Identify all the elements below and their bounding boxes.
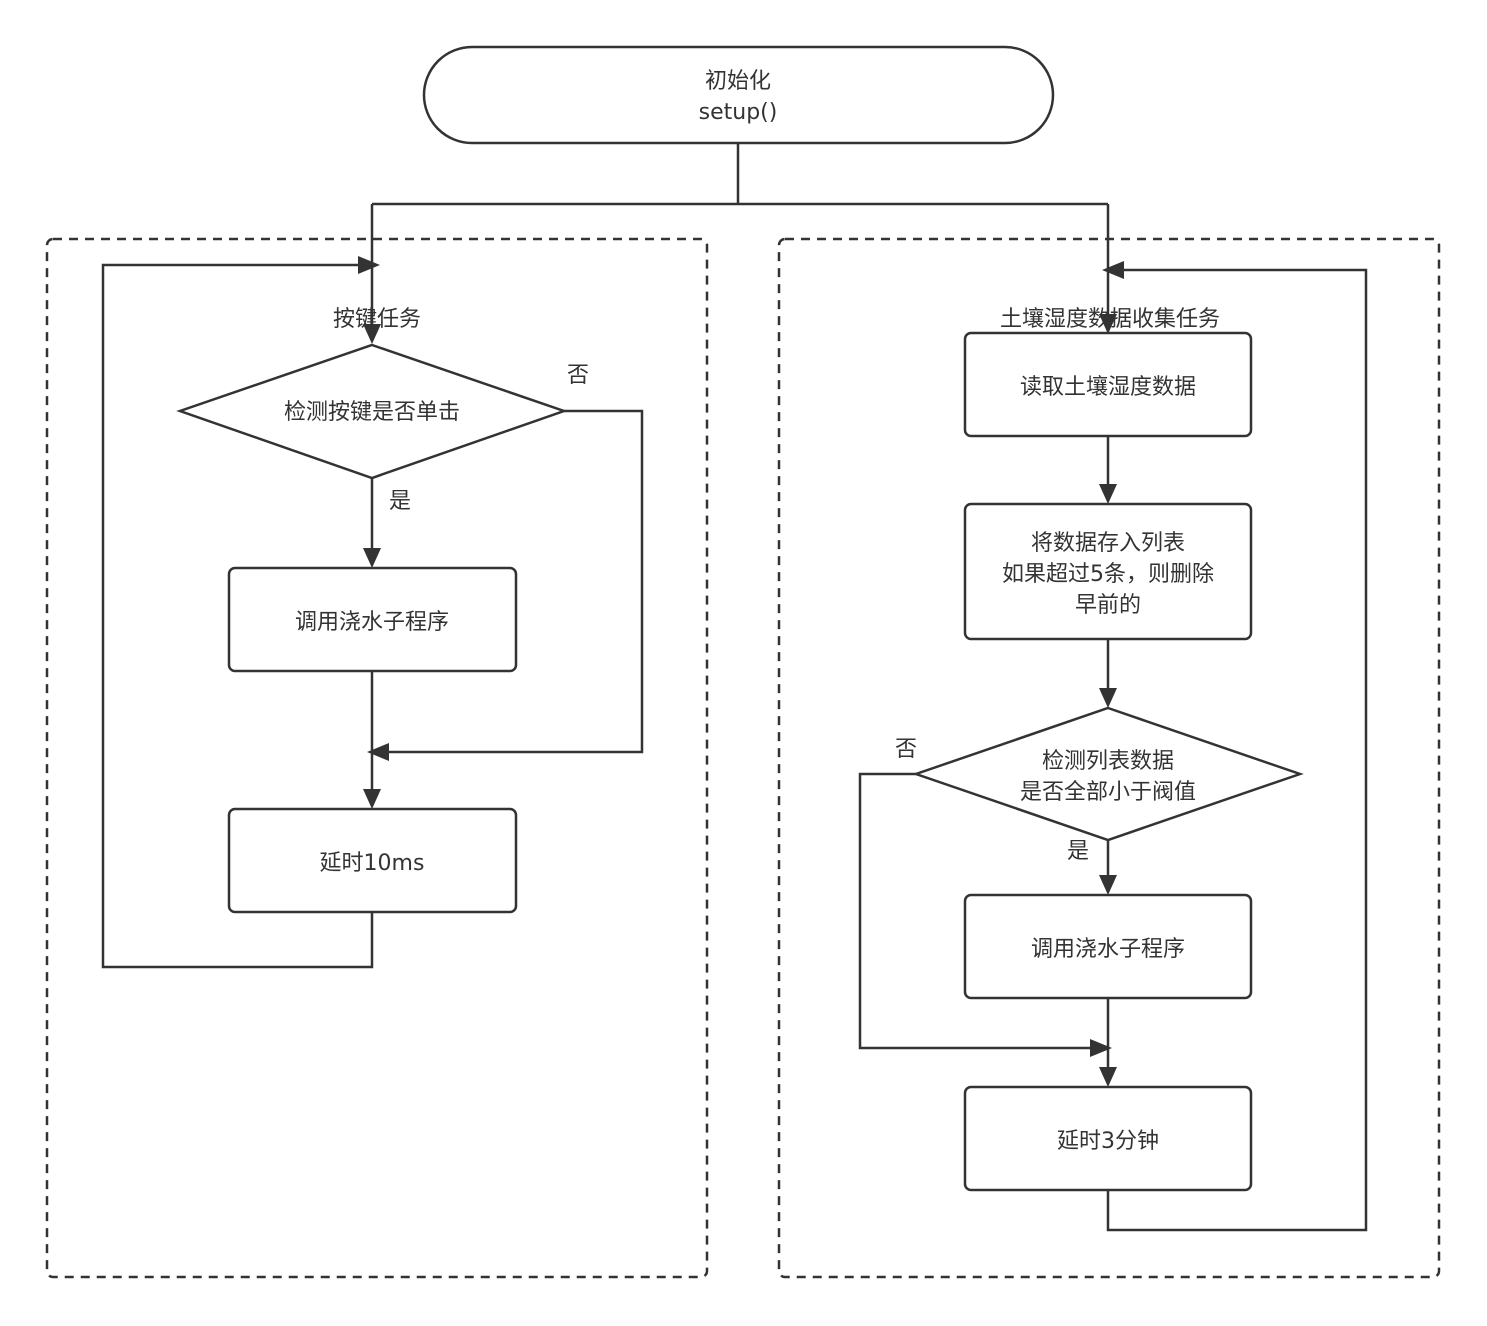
left-no-label: 否 xyxy=(567,363,589,388)
right-process-watering-label: 调用浇水子程序 xyxy=(1031,937,1185,962)
right-delay-arrowhead xyxy=(1099,1067,1117,1087)
right-arrowhead-1 xyxy=(1099,484,1117,504)
left-delay-arrowhead xyxy=(363,789,381,809)
left-process-delay-label: 延时10ms xyxy=(320,851,425,876)
left-loop-arrowhead xyxy=(358,256,380,274)
left-entry-arrowhead xyxy=(363,324,381,344)
right-decision-line1: 检测列表数据 xyxy=(1042,749,1174,774)
left-yes-arrowhead xyxy=(363,548,381,568)
right-process-read-label: 读取土壤湿度数据 xyxy=(1020,375,1196,400)
right-entry-arrowhead xyxy=(1099,314,1117,334)
start-label-line1: 初始化 xyxy=(705,69,771,94)
left-process-watering-label: 调用浇水子程序 xyxy=(295,610,449,635)
right-process-delay-label: 延时3分钟 xyxy=(1057,1129,1159,1154)
right-yes-label: 是 xyxy=(1067,839,1089,864)
right-arrowhead-2 xyxy=(1099,688,1117,708)
left-no-edge xyxy=(385,409,644,754)
right-no-arrowhead xyxy=(1090,1039,1112,1057)
left-task-group xyxy=(45,237,709,1279)
left-task-title: 按键任务 xyxy=(333,307,421,332)
right-no-edge xyxy=(858,772,1092,1050)
right-decision-line2: 是否全部小于阀值 xyxy=(1020,780,1196,805)
left-no-arrowhead xyxy=(367,743,389,761)
start-terminal xyxy=(422,45,1055,145)
right-task-title: 土壤湿度数据收集任务 xyxy=(1000,307,1220,332)
right-process-store-line3: 早前的 xyxy=(1075,593,1141,618)
right-loop-arrowhead xyxy=(1102,261,1124,279)
right-process-store-line1: 将数据存入列表 xyxy=(1031,531,1185,556)
right-yes-arrowhead xyxy=(1099,875,1117,895)
right-loop-edge xyxy=(1106,268,1368,1232)
left-decision-label: 检测按键是否单击 xyxy=(284,400,460,425)
right-process-store-line2: 如果超过5条，则删除 xyxy=(1002,562,1214,587)
left-yes-label: 是 xyxy=(389,489,411,514)
split-connector xyxy=(372,143,1108,206)
right-decision-diamond xyxy=(912,706,1304,842)
right-no-label: 否 xyxy=(895,737,917,762)
start-label-line2: setup() xyxy=(699,100,778,125)
left-loop-edge xyxy=(101,263,374,969)
